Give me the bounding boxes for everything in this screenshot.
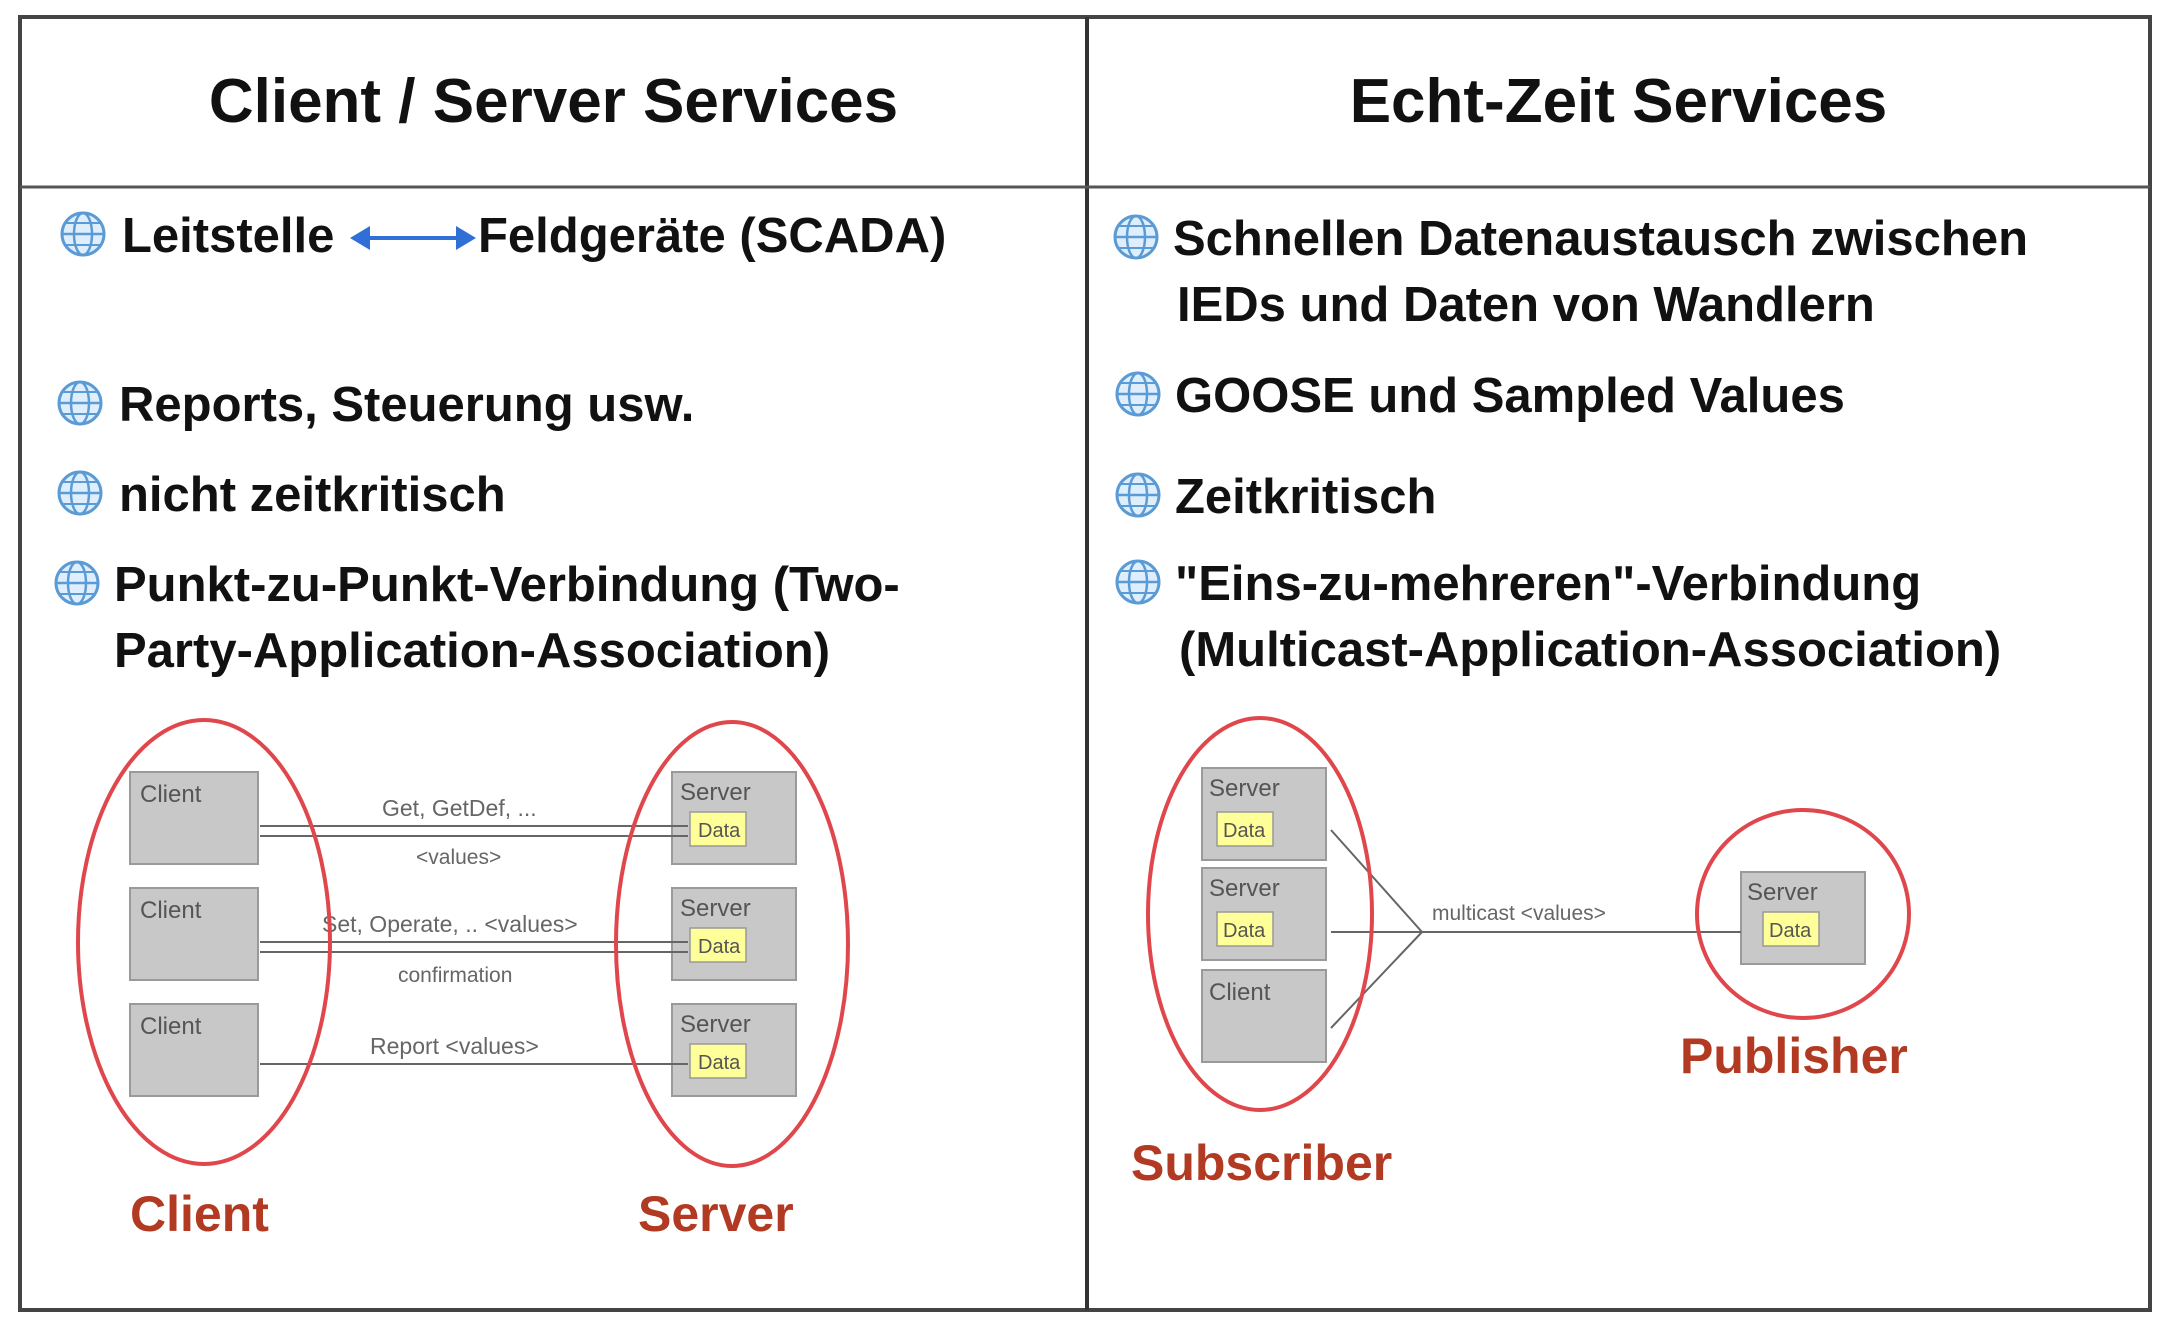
client-box-3: Client [129,1003,259,1097]
globe-icon [60,211,106,257]
svg-text:Server: Server [680,779,751,806]
bullet-text: GOOSE und Sampled Values [1175,369,1845,423]
multicast-label: multicast <values> [1432,902,1606,925]
msg-set: Set, Operate, .. <values> [322,911,578,937]
server-box-1: Server Data [671,771,797,865]
publisher-ellipse [1695,808,1911,1020]
globe-icon [1115,371,1161,417]
multicast-diagram: Server Data Server Data Client Server Da… [1146,716,1911,1112]
right-column-title: Echt-Zeit Services [1349,67,1888,136]
server-caption: Server [638,1186,794,1242]
server-box-3: Server Data [671,1003,797,1097]
globe-icon [1115,559,1161,605]
client-box-1: Client [129,771,259,865]
svg-text:Data: Data [1223,820,1266,842]
bullet-text-line1: Punkt-zu-Punkt-Verbindung (Two- [114,558,900,612]
svg-text:Server: Server [680,1011,751,1038]
svg-text:Client: Client [1209,979,1271,1006]
svg-text:Data: Data [698,936,741,958]
client-server-diagram: Client Client Client Server Data Server … [76,718,850,1168]
double-arrow-icon [350,226,476,250]
bullet-text-line1: "Eins-zu-mehreren"-Verbindung [1175,557,1922,611]
svg-text:Data: Data [1769,920,1812,942]
svg-text:Data: Data [1223,920,1266,942]
publisher-caption: Publisher [1680,1028,1908,1084]
server-group-ellipse [614,720,850,1168]
subscriber-server-box-1: Server Data [1201,767,1327,861]
server-box-2: Server Data [671,887,797,981]
left-column-title: Client / Server Services [208,67,899,136]
msg-values: <values> [416,846,501,869]
msg-get: Get, GetDef, ... [382,795,537,821]
svg-text:Server: Server [1209,875,1280,902]
multicast-lines [1330,829,1741,1029]
leitstelle-label: Leitstelle [122,209,335,263]
svg-text:Client: Client [140,897,202,924]
svg-text:Client: Client [140,781,202,808]
svg-text:Data: Data [698,820,741,842]
globe-icon [57,470,103,516]
svg-text:Server: Server [1209,775,1280,802]
bullet-text: nicht zeitkritisch [119,468,506,522]
bullet-text-line2: IEDs und Daten von Wandlern [1177,278,1875,332]
bullet-text: Zeitkritisch [1175,470,1437,524]
client-caption: Client [130,1186,269,1242]
globe-icon [57,380,103,426]
subscriber-group-ellipse [1146,716,1374,1112]
msg-confirmation: confirmation [398,964,512,987]
svg-text:Server: Server [680,895,751,922]
bullet-text: Reports, Steuerung usw. [119,378,695,432]
globe-icon [54,560,100,606]
svg-text:Client: Client [140,1013,202,1040]
client-box-2: Client [129,887,259,981]
subscriber-server-box-2: Server Data [1201,867,1327,961]
msg-report: Report <values> [370,1033,539,1059]
subscriber-client-box: Client [1201,969,1327,1063]
bullet-text-line1: Schnellen Datenaustausch zwischen [1173,212,2029,266]
bullet-text-line2: (Multicast-Application-Association) [1179,623,2002,677]
globe-icon [1113,214,1159,260]
client-group-ellipse [76,718,332,1166]
publisher-server-box: Server Data [1740,871,1866,965]
globe-icon [1115,472,1161,518]
svg-text:Data: Data [698,1052,741,1074]
feldgeraete-label: Feldgeräte (SCADA) [478,209,947,263]
svg-text:Server: Server [1747,879,1818,906]
bullet-text-line2: Party-Application-Association) [114,624,831,678]
subscriber-caption: Subscriber [1131,1135,1393,1191]
